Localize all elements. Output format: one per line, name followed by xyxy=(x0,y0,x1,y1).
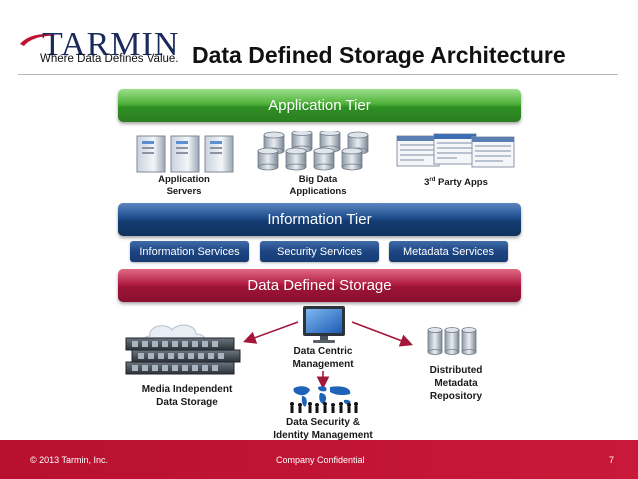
big-data-label: Big Data Applications xyxy=(289,174,347,197)
storage-rack-icon xyxy=(125,324,241,375)
third-party-apps-label: 3rd Party Apps xyxy=(424,177,488,189)
media-storage-label: Media Independent Data Storage xyxy=(141,384,233,408)
logo-swoosh-icon xyxy=(20,34,56,46)
security-services-box: Security Services xyxy=(260,241,379,262)
application-tier-bar: Application Tier xyxy=(118,89,521,122)
footer-copyright: © 2013 Tarmin, Inc. xyxy=(30,455,109,465)
world-map-people-icon xyxy=(290,386,358,413)
application-servers-icon xyxy=(136,135,234,173)
data-centric-management-label: Data Centric Management xyxy=(292,346,354,370)
logo: TARMIN xyxy=(42,26,180,63)
information-tier-bar: Information Tier xyxy=(118,203,521,236)
logo-tagline: Where Data Defines Value. xyxy=(40,53,179,65)
arrow-to-metadata-repository xyxy=(351,321,413,347)
information-services-box: Information Services xyxy=(130,241,249,262)
metadata-services-box: Metadata Services xyxy=(389,241,508,262)
footer-confidential: Company Confidential xyxy=(276,455,365,465)
third-party-apps-icon xyxy=(396,133,515,168)
application-tier-label: Application Tier xyxy=(268,97,371,114)
data-defined-storage-bar: Data Defined Storage xyxy=(118,269,521,302)
arrow-to-media-storage xyxy=(242,321,299,344)
application-servers-label: Application Servers xyxy=(158,174,210,197)
metadata-repository-icon xyxy=(427,327,477,355)
data-security-label: Data Security & Identity Management xyxy=(273,417,373,441)
page-title: Data Defined Storage Architecture xyxy=(192,42,566,68)
big-data-database-icon xyxy=(257,131,369,171)
monitor-icon xyxy=(303,306,345,343)
connection-arrows xyxy=(242,321,413,390)
information-tier-label: Information Tier xyxy=(267,211,372,228)
title-divider xyxy=(18,74,618,75)
page-number: 7 xyxy=(609,455,615,465)
data-defined-storage-label: Data Defined Storage xyxy=(247,277,392,294)
metadata-repository-label: Distributed Metadata Repository xyxy=(429,365,483,402)
footer-bar xyxy=(0,440,638,479)
